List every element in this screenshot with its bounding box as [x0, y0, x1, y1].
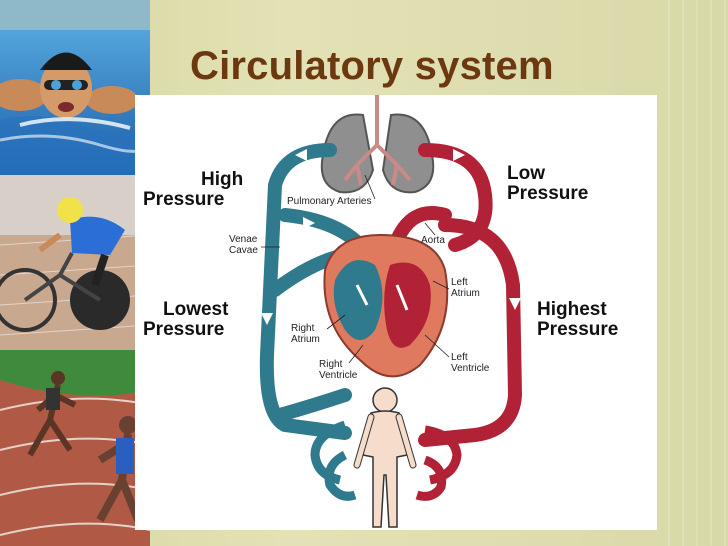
sports-photo-strip [0, 0, 160, 546]
leader-lines [261, 174, 450, 364]
heart-illustration [323, 233, 449, 378]
runners-photo [0, 350, 150, 546]
pulmonary-arteries-label: Pulmonary Arteries [287, 196, 371, 207]
low-pressure-label-line1: Low [507, 163, 545, 184]
high-pressure-label-line1: High [201, 169, 243, 190]
cyclist-photo [0, 175, 150, 350]
left-atrium-label-line2: Atrium [451, 288, 480, 299]
highest-pressure-label-line2: Pressure [537, 319, 618, 340]
lowest-pressure-label-line1: Lowest [163, 299, 229, 320]
human-body-figure [353, 387, 417, 528]
right-ventricle-label-line1: Right [319, 359, 343, 370]
low-pressure-label-line2: Pressure [507, 183, 588, 204]
highest-pressure-label-line1: Highest [537, 299, 607, 320]
body-capillaries [310, 420, 462, 501]
high-pressure-label-line2: Pressure [143, 189, 224, 210]
swimmer-photo [0, 0, 150, 175]
circulatory-diagram: High Pressure Low Pressure Lowest Pressu… [135, 95, 657, 530]
right-atrium-label-line1: Right [291, 323, 315, 334]
right-atrium-label-line2: Atrium [291, 334, 320, 345]
venae-cavae-label-line2: Cavae [229, 245, 258, 256]
left-ventricle-label-line2: Ventricle [451, 363, 490, 374]
right-ventricle-label-line2: Ventricle [319, 370, 358, 381]
slide-title: Circulatory system [190, 44, 554, 88]
flow-arrows [261, 149, 521, 325]
left-atrium-label-line1: Left [451, 277, 468, 288]
lungs-illustration [320, 95, 435, 194]
lowest-pressure-label-line2: Pressure [143, 319, 224, 340]
venae-cavae-label-line1: Venae [229, 234, 258, 245]
left-ventricle-label-line1: Left [451, 352, 468, 363]
aorta-label: Aorta [421, 235, 445, 246]
decorative-stripes [668, 0, 728, 546]
